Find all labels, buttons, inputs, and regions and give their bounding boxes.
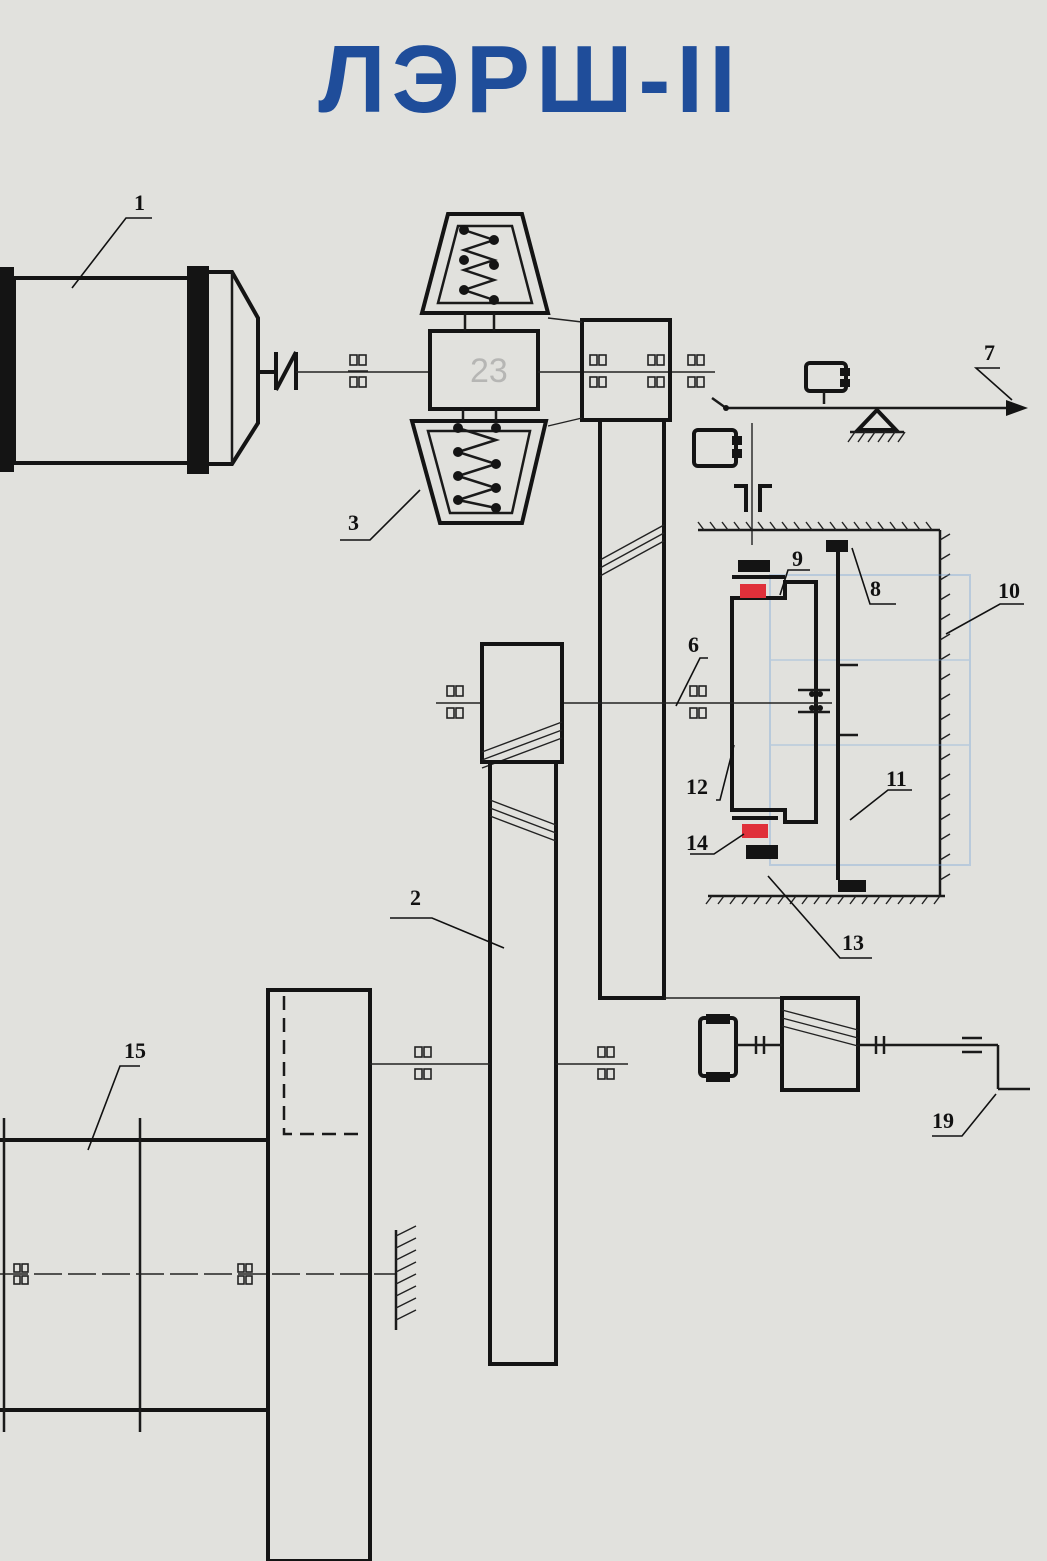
motor-1: [0, 266, 298, 474]
gearbox-housing-10: [697, 521, 951, 905]
leader-lines: [71, 217, 1024, 1151]
bearing-d: [414, 1046, 615, 1080]
bearing-b: [589, 354, 705, 388]
callout-13: 13: [842, 930, 864, 955]
callout-19: 19: [932, 1108, 954, 1133]
callout-10: 10: [998, 578, 1020, 603]
pencil-sketch: [769, 574, 971, 866]
callout-12: 12: [686, 774, 708, 799]
callout-2: 2: [410, 885, 421, 910]
red-brake-lining-bottom: [742, 824, 768, 838]
planetary-gear-11: [798, 540, 866, 892]
poster-title: ЛЭРШ-II: [318, 26, 741, 133]
svg-text:23: 23: [470, 352, 508, 390]
intermediate-gear: [480, 642, 564, 1366]
spring-brake-3: 23: [409, 212, 551, 525]
output-drive-19: [698, 996, 1030, 1092]
callout-11: 11: [886, 766, 907, 791]
bearing-a: [348, 354, 368, 388]
upper-gear-box: [547, 317, 672, 1000]
callout-8: 8: [870, 576, 881, 601]
callout-9: 9: [792, 546, 803, 571]
callout-6: 6: [688, 632, 699, 657]
rod-guide: [734, 484, 772, 512]
winch-drum-15: [0, 988, 417, 1561]
brake-drum-12: [730, 560, 818, 859]
callout-15: 15: [124, 1038, 146, 1063]
brake-lever-7: [711, 361, 1028, 443]
control-magnet: [692, 428, 742, 468]
callout-1: 1: [134, 190, 145, 215]
red-brake-lining-top: [740, 584, 766, 598]
callout-14: 14: [686, 830, 708, 855]
callout-labels: 1 2 3 6 7 8 9 10 11 12 13 14 15 19: [124, 190, 1020, 1133]
bearing-c: [436, 685, 707, 719]
callout-7: 7: [984, 340, 995, 365]
callout-3: 3: [348, 510, 359, 535]
